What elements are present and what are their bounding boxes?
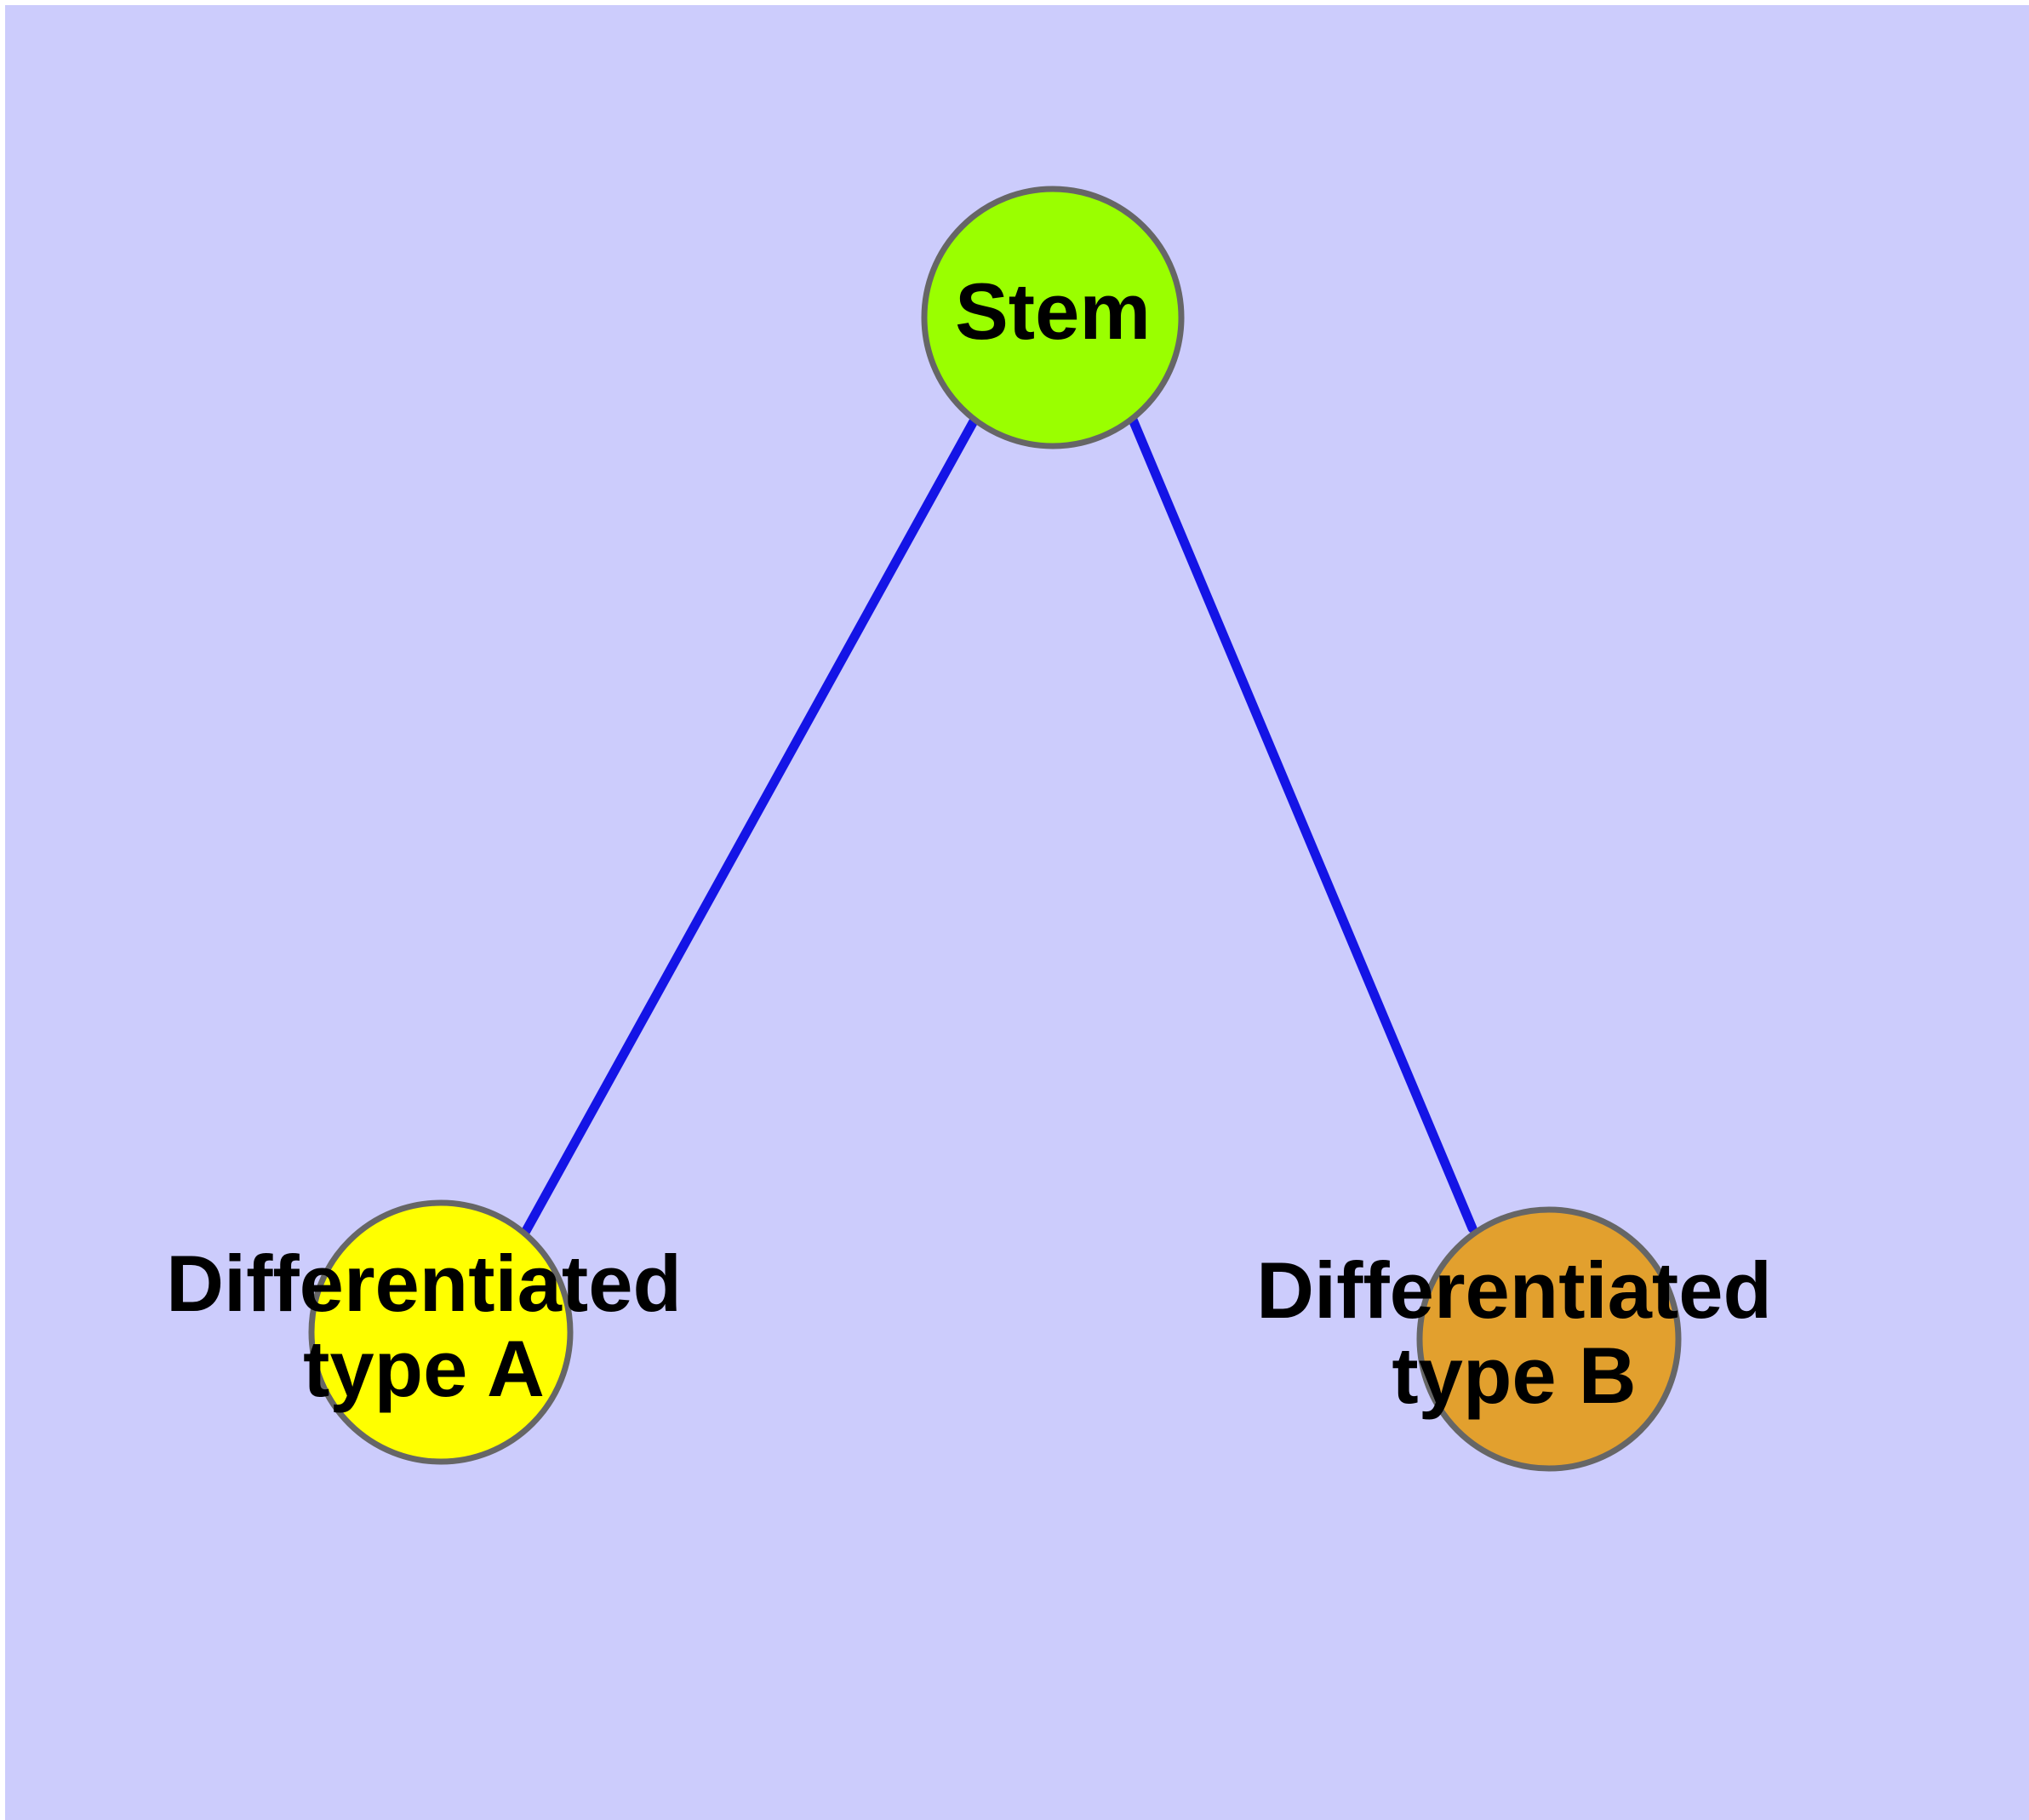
node-label-line: type B — [1392, 1331, 1636, 1420]
node-differentiated-type-a-circle[interactable] — [308, 1199, 574, 1465]
node-differentiated-type-b-circle[interactable] — [1416, 1206, 1682, 1472]
edge-stem-to-differentiated-type-a[interactable] — [521, 415, 980, 1236]
node-stem-label: Stem — [955, 266, 1151, 356]
edge-layer — [521, 415, 1477, 1236]
node-label-line: type A — [303, 1324, 545, 1413]
node-label-line: Stem — [955, 266, 1151, 356]
node-layer — [308, 186, 1682, 1472]
edge-stem-to-differentiated-type-b[interactable] — [1128, 415, 1477, 1233]
node-stem-circle[interactable] — [921, 186, 1185, 449]
node-label-line: Differentiated — [166, 1239, 682, 1328]
node-label-line: Differentiated — [1256, 1245, 1772, 1335]
